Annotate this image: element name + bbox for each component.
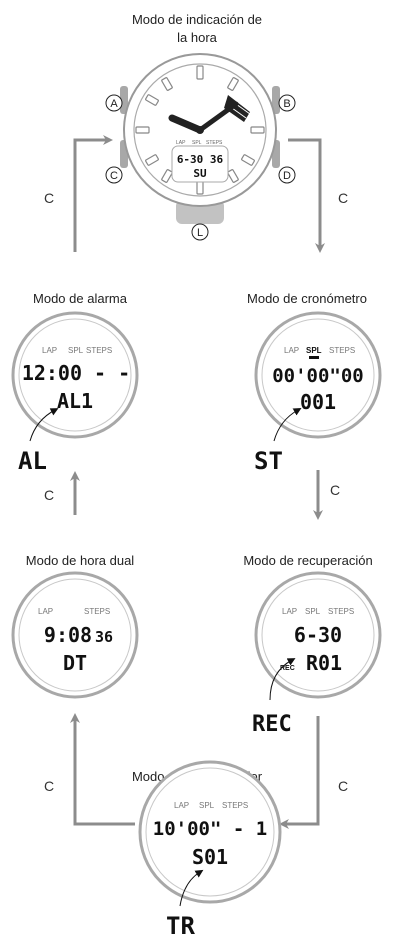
alarm-ind-steps: STEPS	[86, 346, 112, 355]
timekeeping-title-line1: Modo de indicación de	[131, 12, 263, 27]
stopwatch-ind-lap: LAP	[284, 346, 299, 355]
button-c-label: C	[105, 166, 123, 184]
arrow-label-left-bottom: C	[44, 778, 55, 794]
recall-rec-small: REC	[280, 665, 295, 672]
hand-pivot	[196, 126, 204, 134]
recall-callout: REC	[252, 712, 292, 737]
alarm-line2: AL1	[57, 389, 93, 413]
svg-text:B: B	[283, 98, 290, 110]
dualtime-line1-seconds: 36	[95, 628, 113, 646]
dualtime-line1: 9:08	[44, 623, 92, 647]
stopwatch-ind-steps: STEPS	[329, 346, 355, 355]
sub-dial-scale	[224, 95, 253, 122]
stopwatch-title: Modo de cronómetro	[247, 291, 367, 306]
button-l-label: L	[191, 223, 209, 241]
recall-ind-spl: SPL	[305, 607, 321, 616]
dial-indicator-steps: STEPS	[206, 140, 223, 146]
timer-callout: TR	[166, 912, 195, 940]
timer-ind-lap: LAP	[174, 801, 189, 810]
dualtime-watch: LAP STEPS 9:08 36 DT	[11, 571, 139, 699]
stopwatch-watch: LAP SPL STEPS 00'00"00 001 ST	[254, 311, 382, 475]
svg-text:C: C	[110, 170, 118, 182]
alarm-callout: AL	[18, 447, 47, 475]
hour-markers	[135, 65, 265, 195]
recall-title: Modo de recuperación	[243, 553, 373, 568]
digital-window	[171, 145, 229, 183]
recall-ind-lap: LAP	[282, 607, 297, 616]
svg-text:D: D	[283, 170, 291, 182]
dualtime-ind-lap: LAP	[38, 607, 53, 616]
stopwatch-callout: ST	[254, 447, 283, 475]
arrow-label-right-bottom: C	[338, 778, 349, 794]
stopwatch-ind-spl: SPL	[306, 346, 322, 355]
timer-ind-spl: SPL	[199, 801, 215, 810]
dial-indicator-spl: SPL	[192, 140, 202, 146]
arrow-label-left-mid: C	[44, 487, 55, 503]
timekeeping-title-line2: la hora	[177, 30, 217, 45]
alarm-title: Modo de alarma	[33, 291, 127, 306]
svg-text:L: L	[197, 227, 203, 239]
side-button-b[interactable]	[272, 86, 280, 114]
minute-hand	[197, 101, 239, 133]
recall-line2: R01	[306, 651, 342, 675]
arrow-alarm-to-timekeeping	[73, 135, 113, 252]
arrow-label-right-mid: C	[330, 482, 341, 498]
timer-line1: 10'00" - 1	[153, 818, 267, 840]
recall-watch: LAP SPL STEPS 6-30 REC R01 REC	[252, 571, 382, 737]
dial-indicator-lap: LAP	[176, 140, 186, 146]
arrow-recall-to-timer	[279, 716, 320, 829]
arrow-timekeeping-to-stopwatch	[288, 138, 325, 253]
side-button-a[interactable]	[120, 86, 128, 114]
timekeeping-watch: LAP SPL STEPS 6-30 36 SU A B C D	[105, 53, 296, 241]
alarm-ind-lap: LAP	[42, 346, 57, 355]
alarm-line1: 12:00 - -	[22, 361, 130, 385]
arrow-timer-to-dualtime	[70, 713, 135, 826]
alarm-watch: LAP SPL STEPS 12:00 - - AL1 AL	[11, 311, 139, 475]
timer-watch: LAP SPL STEPS 10'00" - 1 S01 TR	[138, 760, 282, 940]
timer-line2: S01	[192, 845, 228, 869]
dualtime-line2: DT	[63, 651, 87, 675]
button-b-label: B	[278, 94, 296, 112]
timer-ind-steps: STEPS	[222, 801, 248, 810]
display-time: 6-30 36	[177, 153, 224, 166]
dualtime-ind-steps: STEPS	[84, 607, 110, 616]
stopwatch-line1: 00'00"00	[272, 365, 364, 387]
alarm-ind-spl: SPL	[68, 346, 84, 355]
dualtime-title: Modo de hora dual	[25, 553, 135, 568]
arrow-label-right-top: C	[338, 190, 349, 206]
recall-line1: 6-30	[294, 623, 342, 647]
button-d-label: D	[278, 166, 296, 184]
hour-hand	[168, 114, 204, 134]
flow-arrows	[70, 135, 325, 829]
recall-ind-steps: STEPS	[328, 607, 354, 616]
arrow-label-left-top: C	[44, 190, 55, 206]
button-a-label: A	[105, 94, 123, 112]
stopwatch-line2: 001	[300, 390, 336, 414]
display-day: SU	[193, 167, 207, 180]
svg-text:A: A	[110, 98, 118, 110]
